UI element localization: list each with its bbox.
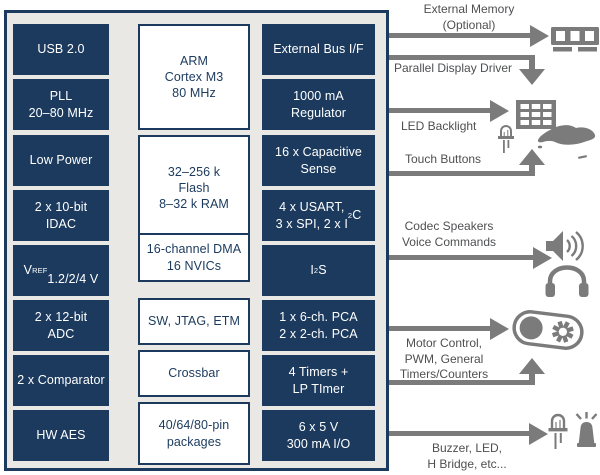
mcu-block-low-power: Low Power xyxy=(13,135,109,186)
mcu-block-usb: USB 2.0 xyxy=(13,24,109,75)
label-external-memory: External Memory(Optional) xyxy=(423,2,515,32)
label-touch-buttons: Touch Buttons xyxy=(405,152,482,166)
headphones-icon xyxy=(545,264,589,298)
mcu-block-hw-aes: HW AES xyxy=(13,410,109,461)
motor-icon xyxy=(510,309,586,351)
label-parallel-display: Parallel Display Driver xyxy=(394,61,513,75)
siren-icon xyxy=(573,409,600,449)
hand-touch-icon xyxy=(536,120,596,162)
mcu-block-debug: SW, JTAG, ETM xyxy=(138,298,250,345)
led-icon xyxy=(498,122,514,154)
mcu-block-comparator: 2 x Comparator xyxy=(13,355,109,406)
label-led-backlight: LED Backlight xyxy=(401,119,477,133)
mcu-block-external-bus: External Bus I/F xyxy=(262,24,375,75)
mcu-block-crossbar: Crossbar xyxy=(138,350,250,397)
label-buzzer: Buzzer, LED,H Bridge, etc... xyxy=(427,441,507,471)
led-matrix-icon xyxy=(516,100,556,129)
mcu-block-timers: 4 Timers +LP TImer xyxy=(262,355,375,406)
memory-module-icon xyxy=(551,24,599,54)
led-icon xyxy=(548,410,568,450)
speaker-icon xyxy=(546,229,590,263)
